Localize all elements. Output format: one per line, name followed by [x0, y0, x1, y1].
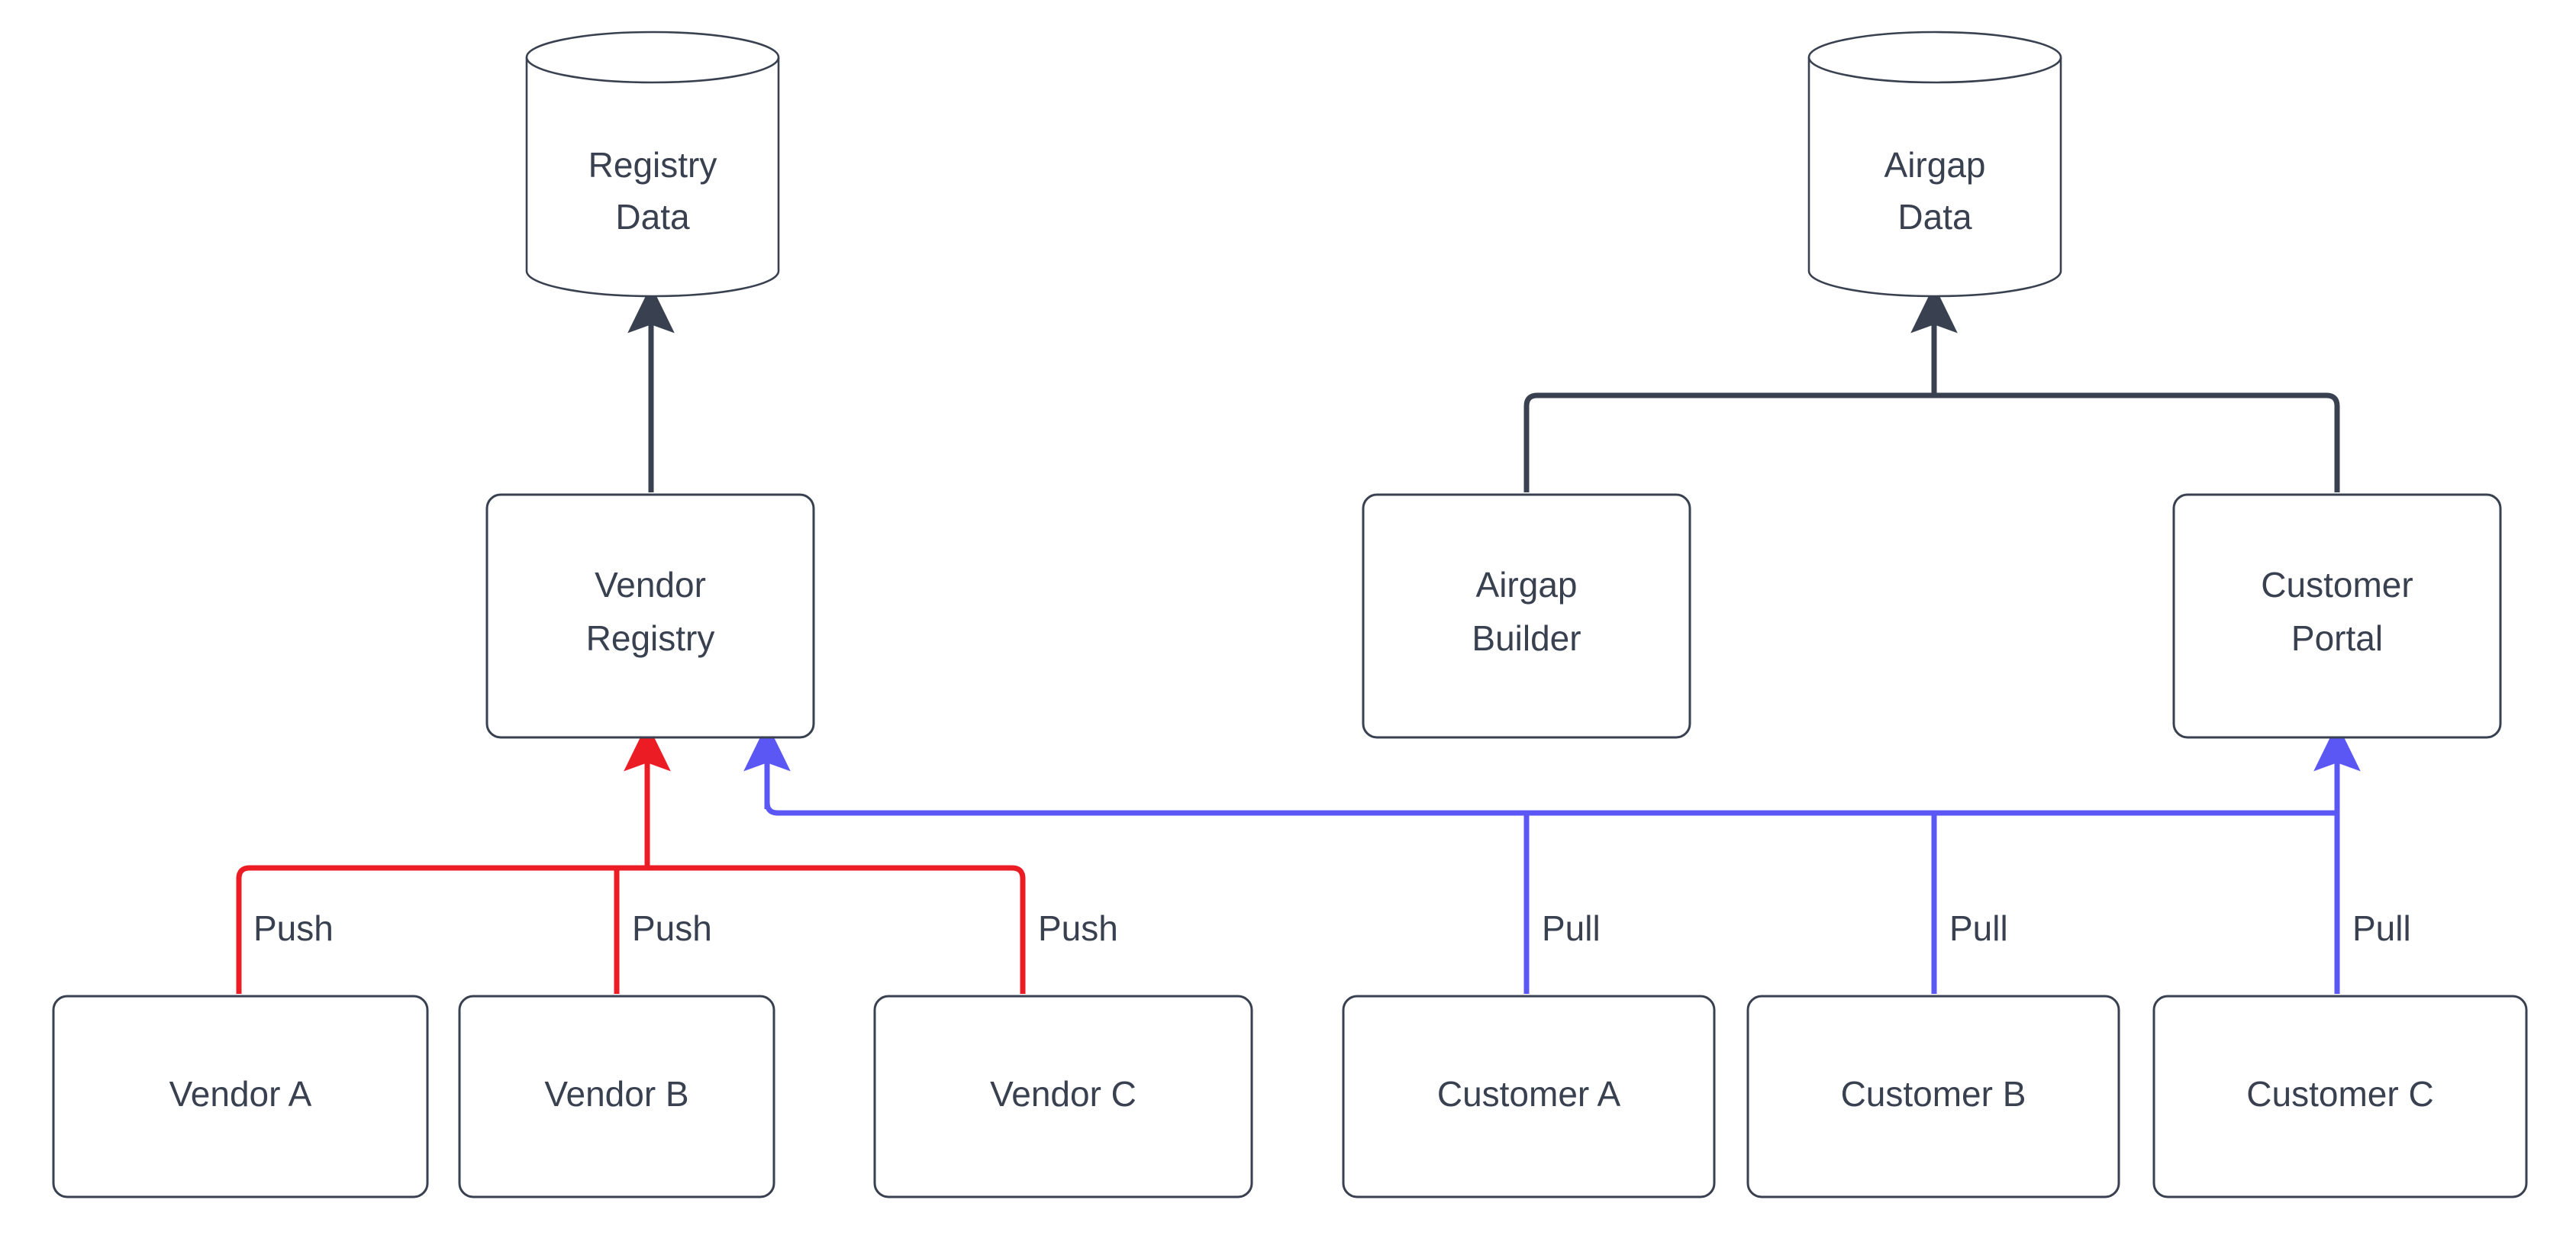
actor-customer-c[interactable]: Customer C [2152, 995, 2528, 1198]
actor-vendor-b[interactable]: Vendor B [458, 995, 775, 1198]
actor-box [458, 995, 775, 1198]
actor-vendor-a-label: Vendor A [169, 1074, 312, 1114]
cylinder-body [525, 57, 780, 298]
edges-layer [236, 285, 2361, 994]
edge-label-customer-c-pull: Pull [2352, 908, 2411, 948]
datastore-registry-data-line2: Data [615, 197, 690, 237]
actor-box [52, 995, 429, 1198]
actor-vendor-c[interactable]: Vendor C [873, 995, 1253, 1198]
service-vendor-registry[interactable]: Vendor Registry [485, 493, 815, 739]
service-vendor-registry-line1: Vendor [595, 565, 706, 605]
cylinder-top [1807, 31, 2062, 84]
actor-customer-c-label: Customer C [2246, 1074, 2433, 1114]
service-customer-portal[interactable]: Customer Portal [2172, 493, 2502, 739]
service-customer-portal-line1: Customer [2261, 565, 2413, 605]
edge-pull-bus [764, 763, 2337, 816]
datastore-registry-data-line1: Registry [588, 145, 717, 185]
edge-customer-portal-to-airgap-data [1934, 392, 2340, 492]
service-customer-portal-line2: Portal [2291, 618, 2383, 658]
service-airgap-builder-line2: Builder [1472, 618, 1581, 658]
cylinder-body [1807, 57, 2062, 298]
service-box [2172, 493, 2502, 739]
service-box [485, 493, 815, 739]
service-vendor-registry-line2: Registry [586, 618, 715, 658]
actor-customer-b-label: Customer B [1841, 1074, 2026, 1114]
edge-label-customer-a-pull: Pull [1542, 908, 1601, 948]
actor-box [2152, 995, 2528, 1198]
actor-vendor-b-label: Vendor B [544, 1074, 688, 1114]
actor-vendor-c-label: Vendor C [990, 1074, 1136, 1114]
actor-box [873, 995, 1253, 1198]
edge-label-vendor-a-push: Push [253, 908, 334, 948]
actor-box [1342, 995, 1716, 1198]
edge-airgap-builder-to-airgap-data [1523, 285, 1958, 492]
actor-customer-a[interactable]: Customer A [1342, 995, 1716, 1198]
datastore-registry-data[interactable]: Registry Data [525, 31, 780, 298]
edge-labels-layer: Push Push Push Pull Pull Pull [253, 908, 2411, 948]
edge-vendor-a-push [236, 865, 649, 994]
edge-vendor-b-push [614, 723, 671, 994]
datastore-airgap-data[interactable]: Airgap Data [1807, 31, 2062, 298]
edge-label-vendor-b-push: Push [632, 908, 712, 948]
actor-vendor-a[interactable]: Vendor A [52, 995, 429, 1198]
edge-label-customer-b-pull: Pull [1949, 908, 2008, 948]
cylinder-top [525, 31, 780, 84]
actor-customer-b[interactable]: Customer B [1746, 995, 2120, 1198]
service-airgap-builder-line1: Airgap [1476, 565, 1578, 605]
edge-vendor-c-push [649, 865, 1026, 994]
service-airgap-builder[interactable]: Airgap Builder [1362, 493, 1691, 739]
service-box [1362, 493, 1691, 739]
datastore-airgap-data-line1: Airgap [1884, 145, 1986, 185]
edge-label-vendor-c-push: Push [1038, 908, 1118, 948]
datastore-airgap-data-line2: Data [1897, 197, 1972, 237]
actor-customer-a-label: Customer A [1437, 1074, 1621, 1114]
actor-box [1746, 995, 2120, 1198]
